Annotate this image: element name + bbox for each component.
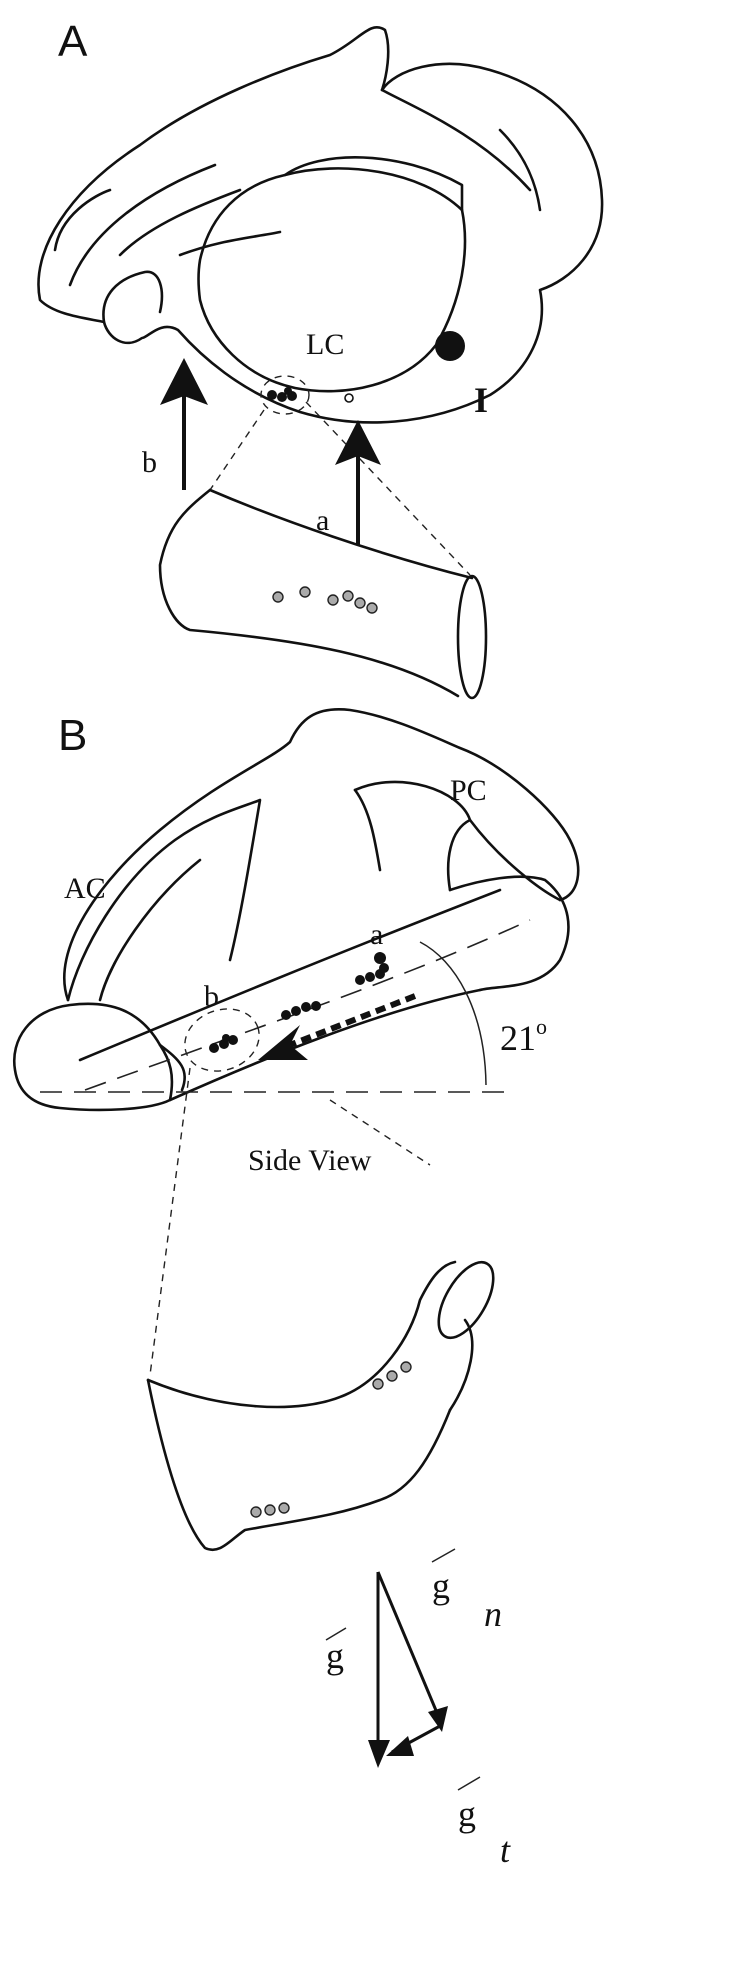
gn-label: g n <box>431 1548 502 1634</box>
gn-base-text: g <box>432 1566 450 1606</box>
site-a-label: a <box>370 918 383 951</box>
arrow-a-label: a <box>316 504 329 537</box>
gt-sub-text: t <box>500 1830 511 1870</box>
angle-value: 21 <box>500 1018 536 1058</box>
arrow-b <box>160 358 208 490</box>
panel-a-utricle-drawing <box>37 26 604 576</box>
marker-dot <box>435 331 465 361</box>
pc-label: PC <box>450 774 487 807</box>
g-text: g <box>326 1636 344 1676</box>
gn-sub-text: n <box>484 1594 502 1634</box>
canal-segment-a <box>158 488 488 700</box>
ac-label: AC <box>64 872 106 905</box>
arrow-b-label: b <box>142 446 157 479</box>
gn-vector <box>376 1571 442 1721</box>
arrow-a <box>335 420 381 545</box>
gt-base-text: g <box>458 1794 476 1834</box>
marker-label: I <box>474 380 488 420</box>
angle-unit: o <box>536 1014 547 1039</box>
gt-label: g t <box>457 1776 511 1870</box>
site-b-label: b <box>204 980 219 1013</box>
side-view-label: Side View <box>248 1144 372 1177</box>
side-view-canal <box>146 1260 495 1551</box>
panel-a-letter: A <box>58 17 88 66</box>
panel-b-utricle-drawing <box>12 708 580 1376</box>
panel-b-letter: B <box>58 711 87 760</box>
lc-label: LC <box>306 328 344 361</box>
gravity-vector-diagram <box>368 1571 448 1768</box>
angle-label: 21o <box>500 1014 547 1058</box>
g-label: g <box>325 1627 347 1676</box>
